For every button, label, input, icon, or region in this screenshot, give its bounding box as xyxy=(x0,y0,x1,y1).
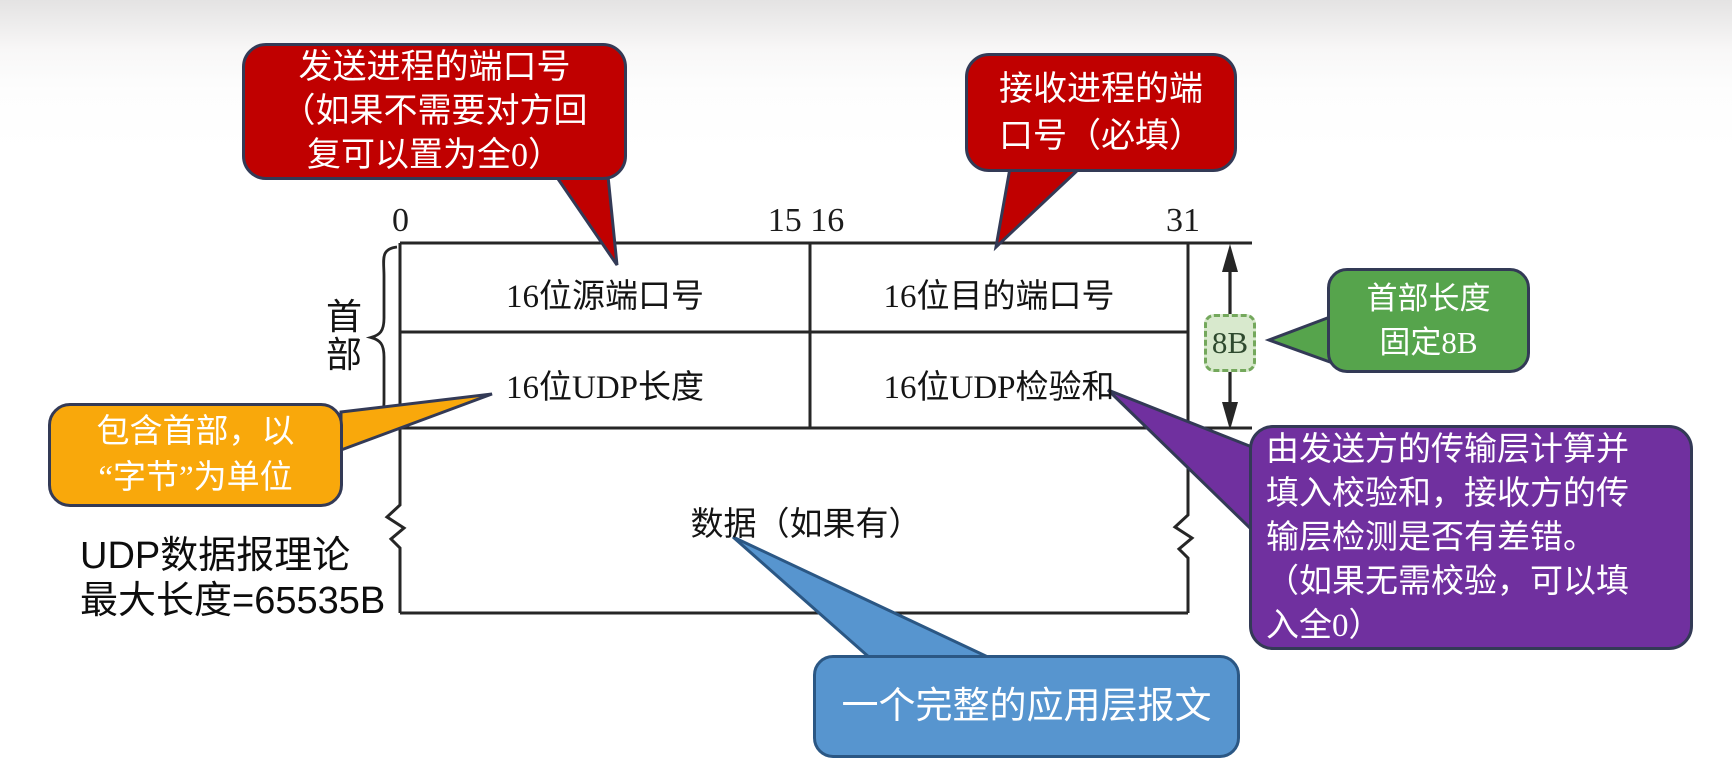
header-label-line-1: 首 xyxy=(325,297,362,337)
cell-udp-checksum: 16位UDP检验和 xyxy=(883,370,1115,406)
header-size-callout: 首部长度 固定8B xyxy=(1327,268,1530,373)
bit-label-15-16: 15 16 xyxy=(767,202,845,239)
left-border-with-break xyxy=(384,243,407,613)
length-unit-callout-line-1: 包含首部，以 xyxy=(96,414,295,450)
length-unit-callout-line-2: “字节”为单位 xyxy=(98,460,293,496)
send-port-callout-line-1: 发送进程的端口号 xyxy=(298,48,571,86)
header-size-box: 8B xyxy=(1204,314,1256,372)
arrowhead-down-icon xyxy=(1222,402,1238,430)
header-label-line-2: 部 xyxy=(325,335,362,375)
recv-port-callout-line-2: 口号（必填） xyxy=(999,117,1203,155)
send-port-callout-line-3: 复可以置为全0） xyxy=(307,136,562,174)
recv-port-callout-line-1: 接收进程的端 xyxy=(999,70,1203,108)
checksum-callout-line-3: 输层检测是否有差错。 xyxy=(1266,519,1596,556)
header-size-value: 8B xyxy=(1211,325,1249,360)
length-unit-callout: 包含首部，以 “字节”为单位 xyxy=(48,403,343,507)
checksum-callout-line-1: 由发送方的传输层计算并 xyxy=(1266,431,1629,468)
send-port-callout-line-2: （如果不需要对方回 xyxy=(281,92,588,130)
cell-source-port: 16位源端口号 xyxy=(506,278,704,315)
data-callout: 一个完整的应用层报文 xyxy=(813,655,1240,758)
cell-destination-port: 16位目的端口号 xyxy=(883,278,1115,315)
cell-data: 数据（如果有） xyxy=(690,506,922,543)
send-port-callout: 发送进程的端口号 （如果不需要对方回 复可以置为全0） xyxy=(242,43,627,180)
header-size-callout-line-2: 固定8B xyxy=(1379,324,1478,360)
data-callout-line-1: 一个完整的应用层报文 xyxy=(841,685,1212,727)
cell-udp-length: 16位UDP长度 xyxy=(505,370,705,406)
arrowhead-up-icon xyxy=(1222,244,1238,272)
bit-label-31: 31 xyxy=(1166,202,1200,239)
right-border-with-break xyxy=(1172,243,1195,613)
header-brace-label: 首 部 xyxy=(322,298,366,374)
checksum-callout-line-2: 填入校验和，接收方的传 xyxy=(1266,475,1629,512)
max-length-note-line-2: 最大长度=65535B xyxy=(80,580,386,622)
checksum-callout-line-4: （如果无需校验，可以填 xyxy=(1266,563,1629,600)
header-size-callout-line-1: 首部长度 xyxy=(1366,280,1491,316)
bit-label-0: 0 xyxy=(392,202,409,239)
checksum-callout: 由发送方的传输层计算并 填入校验和，接收方的传 输层检测是否有差错。 （如果无需… xyxy=(1249,425,1693,650)
max-length-note: UDP数据报理论 最大长度=65535B xyxy=(80,534,385,624)
checksum-callout-line-5: 入全0） xyxy=(1266,607,1382,644)
max-length-note-line-1: UDP数据报理论 xyxy=(80,535,351,577)
recv-port-callout: 接收进程的端 口号（必填） xyxy=(965,53,1237,172)
